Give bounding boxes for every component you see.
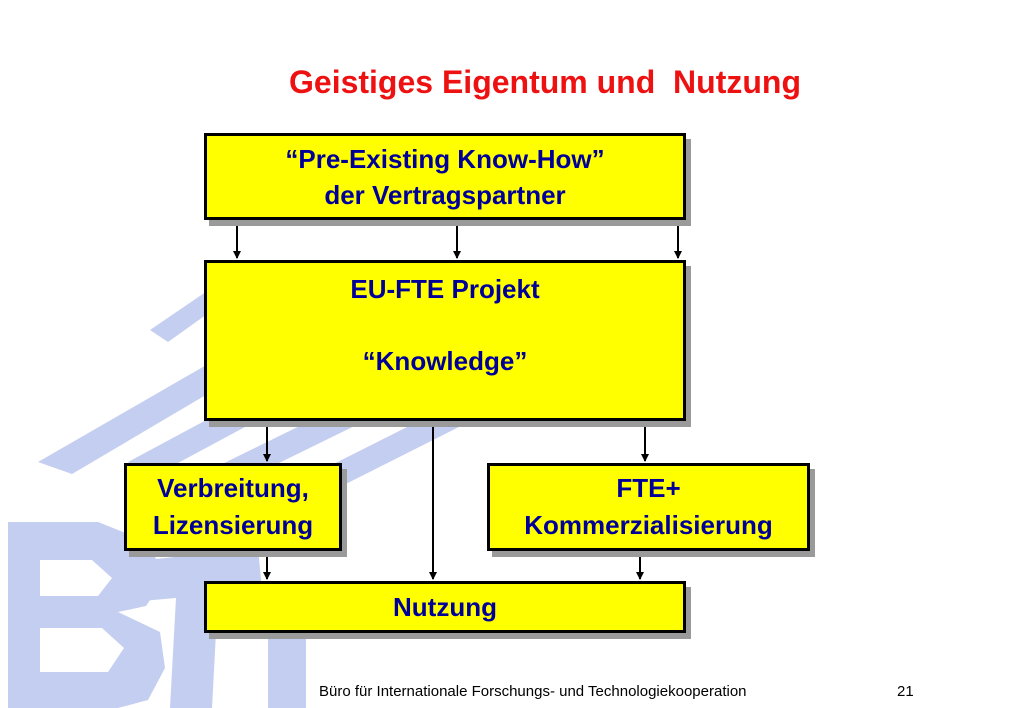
nutzung-label: Nutzung: [393, 592, 497, 622]
fte-line2: Kommerzialisierung: [524, 510, 773, 540]
fte-box: FTE+ Kommerzialisierung: [487, 463, 810, 551]
preexisting-line1: “Pre-Existing Know-How”: [285, 143, 605, 174]
fte-line1: FTE+: [616, 473, 681, 503]
preexisting-knowhow-box: “Pre-Existing Know-How” der Vertragspart…: [204, 133, 686, 220]
slide-title: Geistiges Eigentum und Nutzung: [289, 64, 801, 100]
page-number: 21: [897, 683, 914, 700]
project-line2: “Knowledge”: [362, 346, 528, 376]
project-line1: EU-FTE Projekt: [350, 274, 540, 304]
verbreitung-line1: Verbreitung,: [157, 473, 309, 503]
footer-text: Büro für Internationale Forschungs- und …: [319, 683, 747, 700]
nutzung-box: Nutzung: [204, 581, 686, 633]
verbreitung-line2: Lizensierung: [152, 510, 314, 540]
preexisting-line2: der Vertragspartner: [324, 179, 566, 210]
project-box: EU-FTE Projekt “Knowledge”: [204, 260, 686, 421]
verbreitung-box: Verbreitung, Lizensierung: [124, 463, 342, 551]
